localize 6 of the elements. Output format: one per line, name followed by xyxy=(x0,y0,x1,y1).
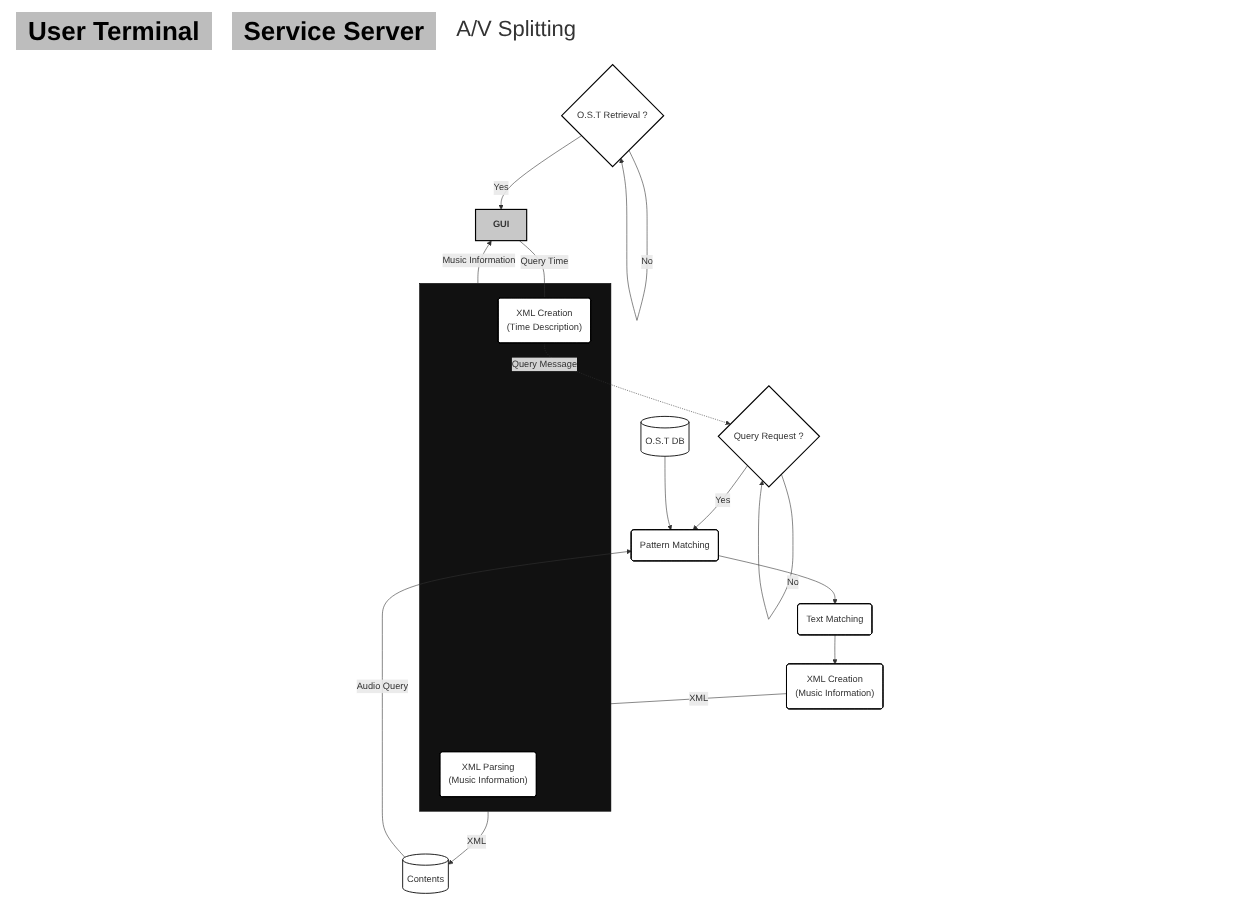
section-heading: User Terminal xyxy=(16,11,212,49)
connector xyxy=(518,240,545,299)
connector xyxy=(609,693,786,704)
note-label: A/V Splitting xyxy=(456,18,577,42)
section-heading: Service Server xyxy=(231,11,437,49)
cluster xyxy=(418,283,611,812)
